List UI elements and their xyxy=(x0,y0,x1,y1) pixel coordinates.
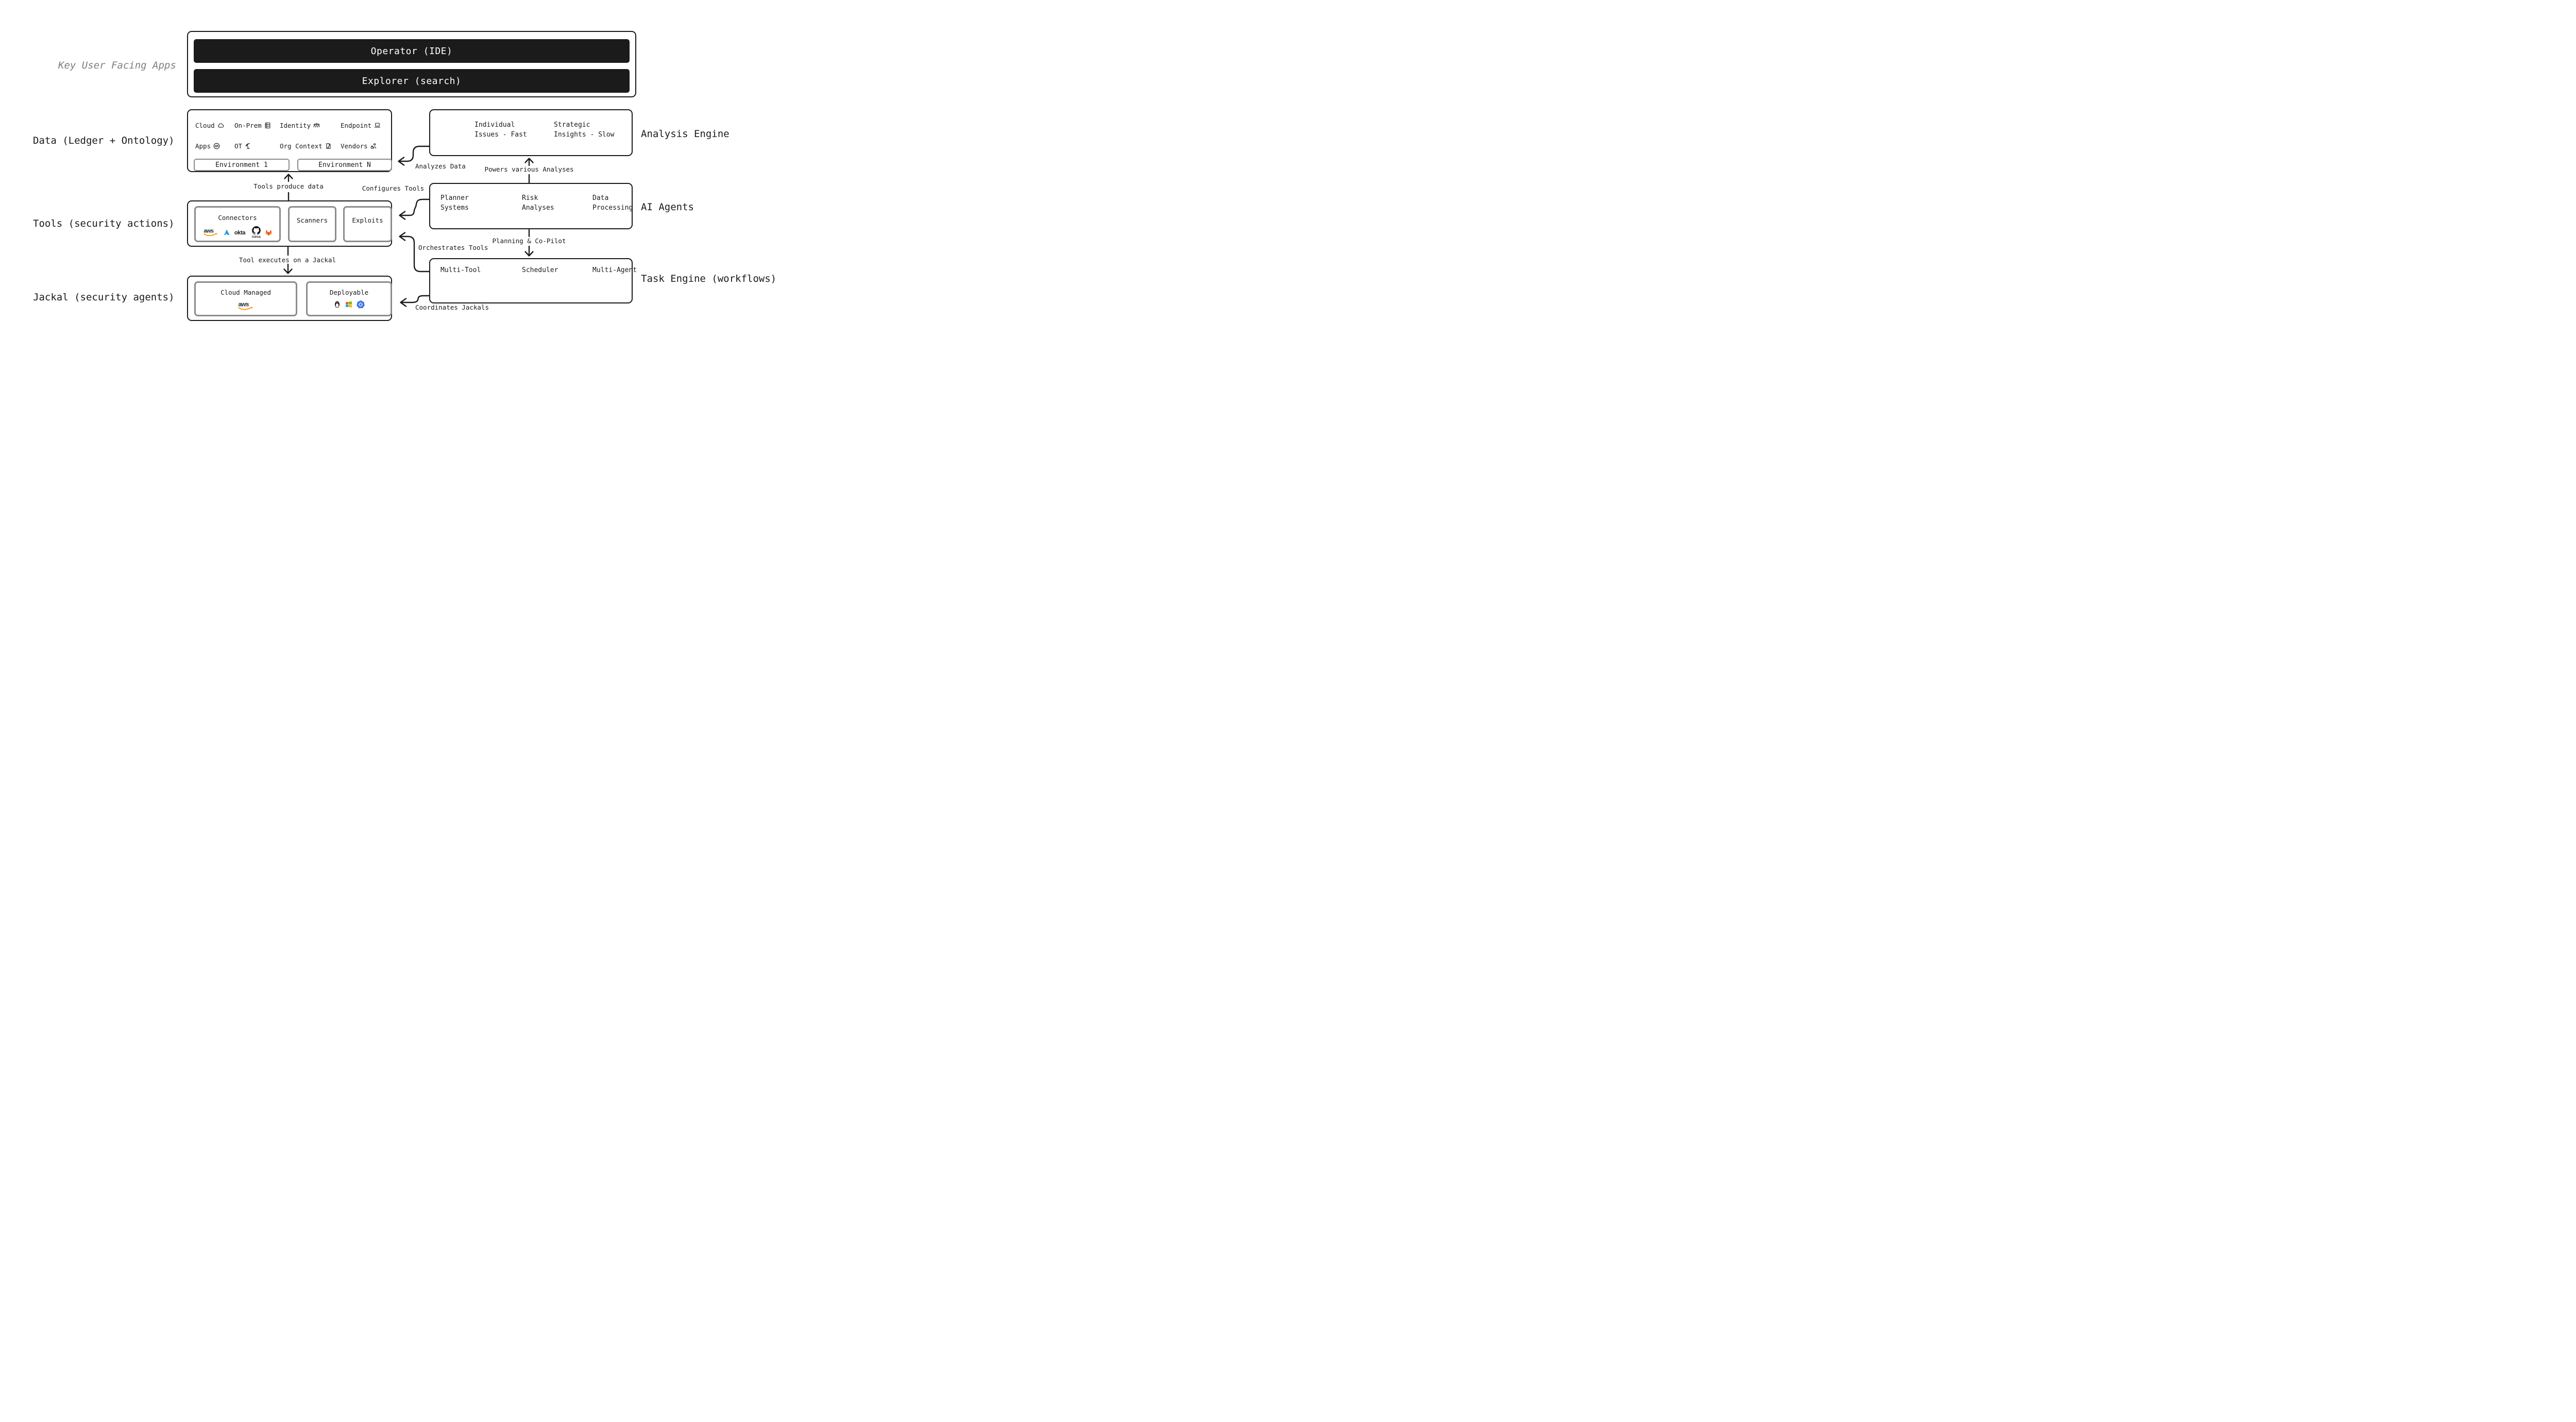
data-item-label: Apps xyxy=(195,142,211,150)
data-item-label: Endpoint xyxy=(341,122,372,129)
aws-wordmark: aws xyxy=(239,300,249,308)
analysis-engine-box: Individual Issues - Fast Strategic Insig… xyxy=(429,109,633,156)
analysis-col-strategic: Strategic Insights - Slow xyxy=(554,121,614,140)
environment-label: Environment N xyxy=(318,161,371,169)
tools-row-label: Tools (security actions) xyxy=(33,218,175,229)
connectors-logo-row: aws okta GitHub xyxy=(196,226,279,238)
antenna-icon xyxy=(245,143,250,149)
jackal-row-label: Jackal (security agents) xyxy=(33,292,175,303)
analysis-col-line: Strategic xyxy=(554,121,590,129)
deployable-subbox: Deployable xyxy=(306,281,392,316)
cloud-managed-subbox: Cloud Managed aws xyxy=(194,281,297,316)
data-item-identity: Identity xyxy=(280,122,320,129)
data-item-vendors: Vendors xyxy=(341,142,378,150)
data-item-label: On-Prem xyxy=(234,122,262,129)
agents-col-line: Data xyxy=(592,194,609,202)
explorer-search-bar[interactable]: Explorer (search) xyxy=(194,69,630,93)
okta-wordmark: okta xyxy=(234,230,245,236)
data-item-label: Vendors xyxy=(341,142,368,150)
data-item-label: Cloud xyxy=(195,122,215,129)
azure-logo xyxy=(224,229,229,235)
people-icon xyxy=(313,123,320,128)
data-item-label: OT xyxy=(234,142,243,150)
data-item-endpoint: Endpoint xyxy=(341,122,381,129)
okta-logo: okta xyxy=(234,230,246,236)
analysis-col-line: Individual xyxy=(474,121,515,129)
scanners-subbox: Scanners xyxy=(288,206,336,242)
task-item-scheduler: Scheduler xyxy=(522,266,558,274)
environment-label: Environment 1 xyxy=(215,161,268,169)
cloud-managed-title: Cloud Managed xyxy=(221,289,271,296)
deployable-logo-row xyxy=(308,299,391,309)
ai-agents-label: AI Agents xyxy=(641,201,694,213)
planning-copilot-label: Planning & Co-Pilot xyxy=(492,237,566,245)
analysis-col-line: Issues - Fast xyxy=(474,130,527,139)
scanners-title: Scanners xyxy=(296,216,328,224)
data-item-onprem: On-Prem xyxy=(234,122,272,129)
code-circle-icon xyxy=(213,143,220,149)
orchestrates-tools-label: Orchestrates Tools xyxy=(418,244,488,251)
agents-col-line: Systems xyxy=(440,204,469,212)
environment-n-box[interactable]: Environment N xyxy=(297,159,392,171)
server-rack-icon xyxy=(265,122,270,129)
apps-box: Operator (IDE) Explorer (search) xyxy=(187,31,636,97)
vendor-person-icon xyxy=(370,143,376,149)
connectors-title: Connectors xyxy=(218,214,257,222)
task-item-multi-agent: Multi-Agent xyxy=(592,266,637,274)
exploits-title: Exploits xyxy=(352,216,383,224)
laptop-icon xyxy=(375,123,381,128)
coordinates-jackals-label: Coordinates Jackals xyxy=(415,303,489,311)
deployable-title: Deployable xyxy=(329,289,369,296)
agents-col-line: Processing xyxy=(592,204,633,212)
cloud-icon xyxy=(217,123,224,128)
analysis-col-individual: Individual Issues - Fast xyxy=(474,121,527,140)
tools-produce-data-label: Tools produce data xyxy=(253,182,324,190)
kubernetes-logo xyxy=(357,300,365,308)
data-item-org-context: Org Context xyxy=(280,142,332,150)
data-item-apps: Apps xyxy=(195,142,221,150)
key-user-facing-apps-label: Key User Facing Apps xyxy=(58,60,176,71)
ai-agents-box: Planner Systems Risk Analyses Data Proce… xyxy=(429,183,633,229)
task-item-multi-tool: Multi-Tool xyxy=(440,266,481,274)
gitlab-logo xyxy=(265,230,272,236)
jackal-box: Cloud Managed aws Deployable xyxy=(187,276,392,321)
configures-tools-label: Configures Tools xyxy=(362,184,425,192)
environment-1-box[interactable]: Environment 1 xyxy=(194,159,290,171)
linux-logo xyxy=(335,301,340,308)
powers-analyses-label: Powers various Analyses xyxy=(484,165,574,173)
aws-logo: aws xyxy=(203,228,217,236)
github-wordmark: GitHub xyxy=(252,235,261,238)
agents-col-planner: Planner Systems xyxy=(440,194,469,213)
architecture-diagram: { "labels": { "key_user_apps": "Key User… xyxy=(0,0,815,356)
connector-configures-tools xyxy=(399,198,430,220)
tools-box: Connectors aws okta GitHub xyxy=(187,200,392,247)
data-item-label: Identity xyxy=(280,122,311,129)
aws-logo: aws xyxy=(238,300,253,310)
document-pencil-icon xyxy=(326,143,331,149)
tool-executes-label: Tool executes on a Jackal xyxy=(239,256,336,264)
agents-col-line: Analyses xyxy=(522,204,554,212)
data-row-label: Data (Ledger + Ontology) xyxy=(33,135,175,146)
task-engine-label: Task Engine (workflows) xyxy=(641,273,777,284)
agents-col-data: Data Processing xyxy=(592,194,633,213)
agents-col-risk: Risk Analyses xyxy=(522,194,554,213)
github-logo: GitHub xyxy=(252,226,261,238)
data-item-cloud: Cloud xyxy=(195,122,225,129)
task-engine-box: Multi-Tool Scheduler Multi-Agent xyxy=(429,258,637,303)
agents-col-line: Risk xyxy=(522,194,538,202)
cloud-managed-logo-row: aws xyxy=(196,300,296,312)
agents-col-line: Planner xyxy=(440,194,469,202)
operator-ide-bar[interactable]: Operator (IDE) xyxy=(194,39,630,63)
connectors-subbox: Connectors aws okta GitHub xyxy=(194,206,281,242)
data-item-label: Org Context xyxy=(280,142,323,150)
exploits-subbox: Exploits xyxy=(343,206,392,242)
data-box: Cloud On-Prem Identity Endpoint Apps xyxy=(187,109,392,172)
analysis-col-line: Insights - Slow xyxy=(554,130,615,139)
connector-orchestrates-tools xyxy=(399,232,430,273)
data-item-ot: OT xyxy=(234,142,252,150)
aws-wordmark: aws xyxy=(204,228,213,234)
analyzes-data-label: Analyzes Data xyxy=(415,162,466,170)
windows-logo xyxy=(346,301,352,308)
analysis-engine-label: Analysis Engine xyxy=(641,128,730,140)
